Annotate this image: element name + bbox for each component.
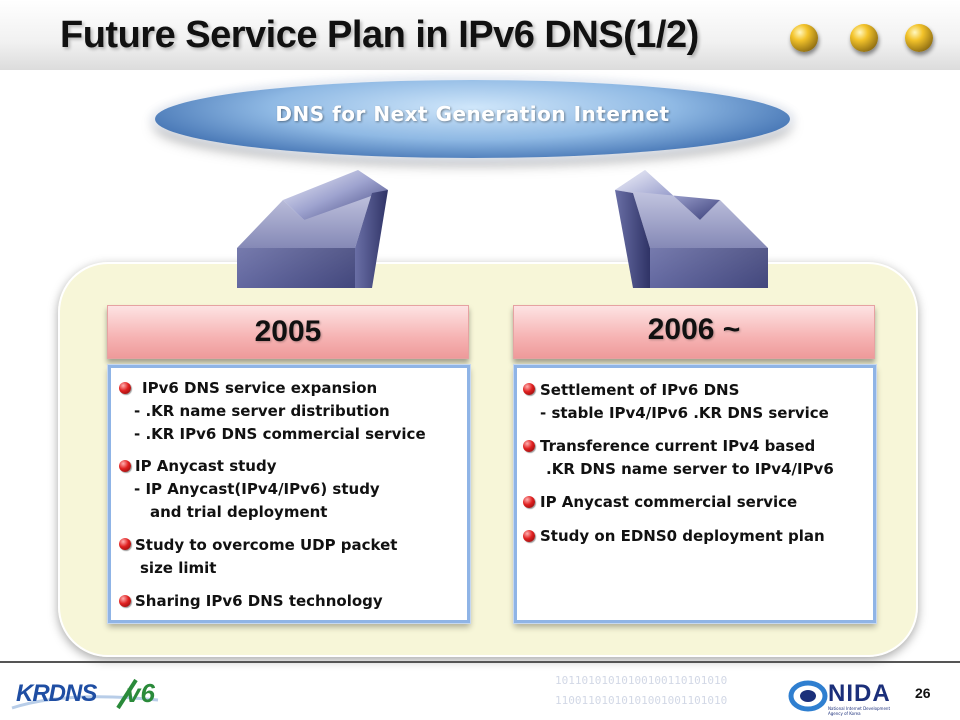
krdns-logo: KRDNS v6 (8, 674, 168, 714)
plan-subitem: and trial deployment (150, 503, 328, 521)
plan-subitem: - .KR name server distribution (134, 402, 390, 420)
krdns-swoosh-icon (11, 678, 159, 710)
plan-item: Sharing IPv6 DNS technology (135, 592, 383, 610)
content-box-2006 (513, 364, 877, 624)
up-arrow-icon (615, 170, 768, 288)
banner-ellipse: DNS for Next Generation Internet (155, 80, 790, 158)
plan-item: IP Anycast study (135, 457, 277, 475)
red-ball-bullet-icon (523, 496, 535, 508)
nida-emblem-icon (788, 680, 828, 712)
plan-subitem: .KR DNS name server to IPv4/IPv6 (546, 460, 834, 478)
plan-item: Study to overcome UDP packet (135, 536, 398, 554)
nida-logo-text: NIDA (828, 680, 891, 707)
nida-logo-subtitle: National Internet Development Agency of … (828, 706, 891, 716)
slide-title: Future Service Plan in IPv6 DNS(1/2) (60, 14, 699, 56)
plan-subitem: - IP Anycast(IPv4/IPv6) study (134, 480, 380, 498)
gold-ball-icon (905, 24, 933, 52)
footer-divider (0, 661, 960, 663)
plan-item: Study on EDNS0 deployment plan (540, 527, 825, 545)
plan-item: Transference current IPv4 based (540, 437, 816, 455)
red-ball-bullet-icon (119, 538, 131, 550)
content-box-2005 (107, 364, 471, 624)
plan-subitem: size limit (140, 559, 217, 577)
gold-ball-icon (790, 24, 818, 52)
banner-text: DNS for Next Generation Internet (275, 102, 670, 126)
year-label: 2006 ~ (647, 313, 741, 346)
red-ball-bullet-icon (523, 383, 535, 395)
up-arrow-icon (237, 170, 388, 288)
red-ball-bullet-icon (119, 595, 131, 607)
nida-logo: NIDA National Internet Development Agenc… (788, 676, 893, 716)
gold-ball-icon (850, 24, 878, 52)
plan-item: Settlement of IPv6 DNS (540, 381, 740, 399)
red-ball-bullet-icon (523, 440, 535, 452)
plan-subitem: - stable IPv4/IPv6 .KR DNS service (540, 404, 829, 422)
year-tab-2005: 2005 (107, 305, 469, 359)
binary-decoration: 11001101010101001001101010 (555, 694, 728, 707)
page-number: 26 (915, 685, 931, 701)
binary-decoration: 10110101010100100110101010 (555, 674, 728, 687)
red-ball-bullet-icon (119, 382, 131, 394)
red-ball-bullet-icon (119, 460, 131, 472)
year-tab-2006: 2006 ~ (513, 305, 875, 359)
plan-item: IP Anycast commercial service (540, 493, 798, 511)
krdns-logo-text: KRDNS (16, 680, 97, 707)
krdns-logo-mark: v6 (126, 678, 155, 708)
year-label: 2005 (254, 315, 322, 348)
plan-item: IPv6 DNS service expansion (142, 379, 378, 397)
plan-subitem: - .KR IPv6 DNS commercial service (134, 425, 426, 443)
red-ball-bullet-icon (523, 530, 535, 542)
